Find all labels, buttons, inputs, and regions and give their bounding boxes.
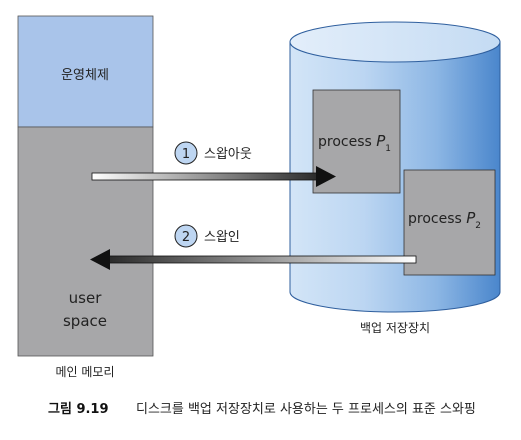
figure-caption: 그림 9.19 디스크를 백업 저장장치로 사용하는 두 프로세스의 표준 스와… <box>48 402 476 417</box>
main-memory: 운영체제 user space 메인 메모리 <box>17 15 154 379</box>
main-memory-caption: 메인 메모리 <box>55 365 114 379</box>
figure-caption-text: 디스크를 백업 저장장치로 사용하는 두 프로세스의 표준 스와핑 <box>136 402 476 417</box>
step-1-circle <box>174 141 198 165</box>
swap-out-label: 스왑아웃 <box>204 147 252 162</box>
backing-store-caption: 백업 저장장치 <box>360 321 430 335</box>
os-block <box>17 15 154 128</box>
step-2-circle <box>174 224 198 248</box>
step-1-number: 1 <box>182 147 190 162</box>
user-space-block <box>17 126 154 357</box>
user-space-label-line2: space <box>63 312 107 330</box>
swap-out-head <box>316 166 336 187</box>
swap-out-arrow: 1 스왑아웃 <box>91 141 336 187</box>
backing-store: 백업 저장장치 process P1 process P2 <box>289 21 501 335</box>
process-p1-label: process P1 <box>318 132 391 154</box>
step-2-number: 2 <box>182 230 190 245</box>
figure-number: 그림 9.19 <box>48 402 109 417</box>
cylinder-top <box>289 21 501 63</box>
swap-in-label: 스왑인 <box>204 230 240 245</box>
process-p2-block <box>403 169 496 276</box>
swap-in-shaft <box>107 255 417 264</box>
process-p2-label: process P2 <box>408 209 481 231</box>
swap-in-arrow: 2 스왑인 <box>90 224 417 270</box>
swap-out-shaft <box>91 172 319 181</box>
swap-in-head <box>90 249 110 270</box>
os-label: 운영체제 <box>61 68 109 83</box>
user-space-label-line1: user <box>69 289 103 307</box>
